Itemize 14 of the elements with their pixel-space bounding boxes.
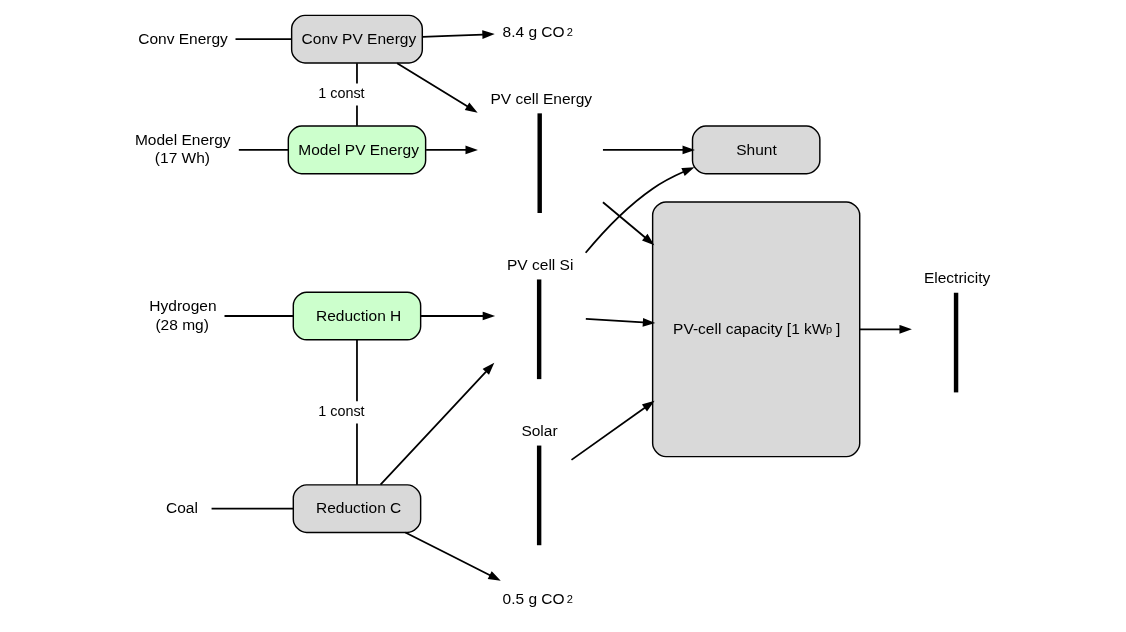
node-text: Hydrogen: [148, 296, 217, 314]
node-text: Conv Energy: [137, 29, 228, 47]
node-text: 0.5 g CO2: [502, 590, 573, 608]
node-label: Solar: [520, 421, 558, 439]
edge-label: 1 const: [317, 403, 365, 420]
node-label: (28 mg): [154, 315, 209, 333]
node-text: Model Energy: [134, 130, 231, 148]
node-text: Coal: [165, 499, 198, 517]
node-text: 8.4 g CO2: [502, 23, 573, 41]
node-label: (17 Wh): [154, 149, 210, 167]
edge-label: 1 const: [317, 85, 365, 102]
node-label: PV cell Si: [506, 255, 573, 273]
node-label: PV cell Energy: [489, 89, 592, 107]
node-label: Electricity: [923, 269, 990, 286]
